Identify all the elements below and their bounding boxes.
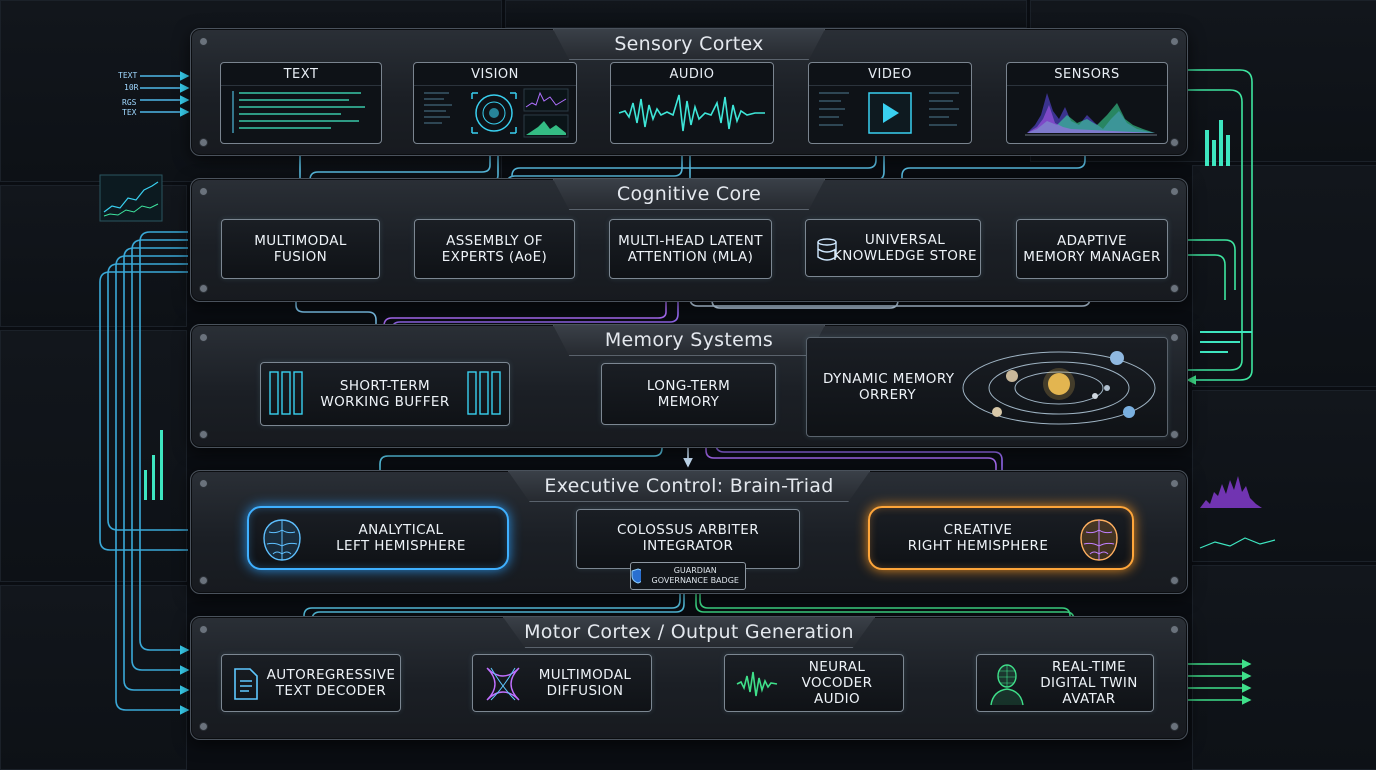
guardian-governance-badge[interactable]: GUARDIAN GOVERNANCE BADGE: [630, 562, 746, 590]
brain-icon: [263, 519, 301, 561]
section-title: Sensory Cortex: [553, 29, 825, 60]
short-term-working-buffer-module[interactable]: SHORT-TERM WORKING BUFFER: [260, 362, 510, 426]
sensor-vision[interactable]: VISION: [413, 62, 577, 144]
sensor-label: AUDIO: [611, 63, 773, 86]
database-icon: [817, 238, 837, 261]
section-title: Motor Cortex / Output Generation: [503, 617, 875, 648]
sensor-label: VISION: [414, 63, 576, 86]
section-title: Executive Control: Brain-Triad: [508, 471, 870, 502]
universal-knowledge-store-module[interactable]: UNIVERSAL KNOWLEDGE STORE: [805, 219, 981, 277]
avatar-head-icon: [990, 664, 1024, 706]
analytical-left-hemisphere-module[interactable]: ANALYTICAL LEFT HEMISPHERE: [247, 506, 509, 570]
creative-right-hemisphere-module[interactable]: CREATIVE RIGHT HEMISPHERE: [868, 506, 1134, 570]
sensor-text[interactable]: TEXT: [220, 62, 382, 144]
sensor-video[interactable]: VIDEO: [808, 62, 972, 144]
multimodal-diffusion-module[interactable]: MULTIMODAL DIFFUSION: [472, 654, 652, 712]
buffer-bars-left: [269, 371, 303, 415]
sensor-spectrum-graphic: [1025, 93, 1157, 136]
sensor-label: SENSORS: [1007, 63, 1167, 86]
buffer-bars-right: [467, 371, 501, 415]
colossus-arbiter-integrator-module[interactable]: COLOSSUS ARBITER INTEGRATOR: [576, 509, 800, 569]
document-icon: [234, 668, 258, 700]
input-label-text: TEXT: [118, 71, 138, 80]
sensor-audio[interactable]: AUDIO: [610, 62, 774, 144]
section-title: Cognitive Core: [553, 179, 825, 210]
assembly-of-experts-module[interactable]: ASSEMBLY OF EXPERTS (AoE): [414, 219, 575, 279]
multimodal-fusion-module[interactable]: MULTIMODAL FUSION: [221, 219, 380, 279]
orrery-graphic: [962, 351, 1156, 425]
adaptive-memory-manager-module[interactable]: ADAPTIVE MEMORY MANAGER: [1016, 219, 1168, 279]
audio-waveform-graphic: [618, 94, 765, 132]
multi-head-latent-attention-module[interactable]: MULTI-HEAD LATENT ATTENTION (MLA): [609, 219, 772, 279]
waveform-icon: [736, 671, 778, 697]
brain-icon: [1080, 519, 1118, 561]
autoregressive-text-decoder-module[interactable]: AUTOREGRESSIVE TEXT DECODER: [221, 654, 401, 712]
neural-vocoder-audio-module[interactable]: NEURAL VOCODER AUDIO: [724, 654, 904, 712]
sensor-label: VIDEO: [809, 63, 971, 86]
sensor-sensors[interactable]: SENSORS: [1006, 62, 1168, 144]
sensor-label: TEXT: [221, 63, 381, 86]
input-label-tex: TEX: [122, 108, 137, 117]
diffusion-icon: [486, 667, 520, 701]
long-term-memory-module[interactable]: LONG-TERM MEMORY: [601, 363, 776, 425]
real-time-digital-twin-avatar-module[interactable]: REAL-TIME DIGITAL TWIN AVATAR: [976, 654, 1154, 712]
section-title: Memory Systems: [553, 325, 825, 356]
input-label-rgs: RGS: [122, 98, 137, 107]
dynamic-memory-orrery-module[interactable]: DYNAMIC MEMORY ORRERY: [806, 337, 1168, 437]
vision-graphic: [424, 88, 569, 138]
shield-icon: [631, 568, 642, 584]
video-graphic: [819, 92, 959, 134]
input-label-10r: 10R: [124, 83, 139, 92]
text-lines-graphic: [232, 91, 365, 133]
